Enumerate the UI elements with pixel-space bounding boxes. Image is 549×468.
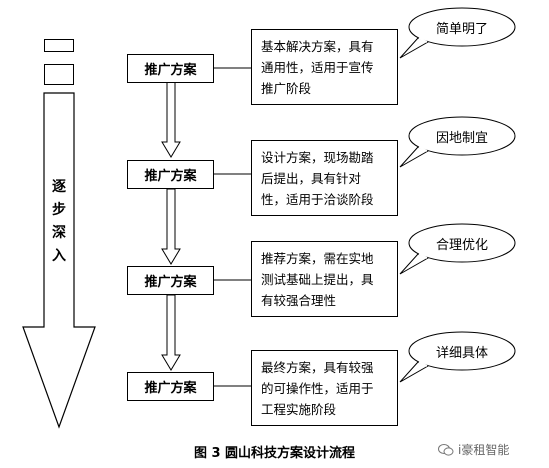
description-line: 的可操作性，适用于 bbox=[261, 381, 374, 396]
figure-caption: 图 3 圆山科技方案设计流程 bbox=[193, 446, 356, 461]
bubble-3 bbox=[399, 223, 516, 275]
description-line: 设计方案，现场勘踏 bbox=[261, 150, 374, 165]
stage-box-3: 推广方案 bbox=[127, 266, 214, 295]
description-line: 有较强合理性 bbox=[261, 293, 337, 308]
description-box-3: 推荐方案，需在实地 测试基础上提出，具 有较强合理性 bbox=[251, 241, 398, 317]
bubble-1 bbox=[399, 7, 516, 59]
stage-box-1: 推广方案 bbox=[127, 54, 214, 83]
bubble-4 bbox=[399, 331, 516, 383]
flow-arrow-1 bbox=[161, 81, 181, 158]
side-label-char: 深 bbox=[52, 225, 66, 241]
description-box-1: 基本解决方案，具有 通用性，适用于宣传 推广阶段 bbox=[251, 29, 398, 105]
description-line: 后提出，具有针对 bbox=[261, 171, 362, 186]
description-line: 性，适用于洽谈阶段 bbox=[261, 192, 374, 207]
description-line: 推广阶段 bbox=[261, 81, 312, 96]
description-line: 通用性，适用于宣传 bbox=[261, 60, 374, 75]
flow-arrow-3 bbox=[161, 294, 181, 371]
side-label-char: 步 bbox=[52, 202, 66, 218]
watermark-text: i豪租智能 bbox=[458, 443, 510, 457]
description-line: 工程实施阶段 bbox=[261, 402, 337, 417]
progress-arrow bbox=[22, 92, 96, 429]
progress-marker-2 bbox=[44, 64, 74, 85]
stage-box-2: 推广方案 bbox=[127, 160, 214, 189]
description-box-4: 最终方案，具有较强 的可操作性，适用于 工程实施阶段 bbox=[251, 350, 398, 426]
side-label-char: 逐 bbox=[52, 179, 66, 195]
side-label: 逐步深入 bbox=[44, 176, 74, 268]
bubble-text-1: 简单明了 bbox=[435, 22, 488, 37]
description-line: 最终方案，具有较强 bbox=[261, 360, 374, 375]
description-line: 测试基础上提出，具 bbox=[261, 272, 374, 287]
watermark: i豪租智能 bbox=[438, 441, 509, 458]
side-label-char: 入 bbox=[52, 248, 66, 264]
description-line: 推荐方案，需在实地 bbox=[261, 251, 374, 266]
description-line: 基本解决方案，具有 bbox=[261, 39, 374, 54]
flow-arrow-2 bbox=[161, 188, 181, 265]
progress-marker-1 bbox=[44, 39, 74, 52]
description-box-2: 设计方案，现场勘踏 后提出，具有针对 性，适用于洽谈阶段 bbox=[251, 140, 398, 216]
stage-box-4: 推广方案 bbox=[127, 372, 214, 401]
bubble-text-3: 合理优化 bbox=[435, 238, 488, 253]
bubble-2 bbox=[399, 116, 516, 168]
wechat-icon bbox=[438, 443, 454, 456]
bubble-text-4: 详细具体 bbox=[435, 346, 488, 361]
bubble-text-2: 因地制宜 bbox=[435, 131, 488, 146]
